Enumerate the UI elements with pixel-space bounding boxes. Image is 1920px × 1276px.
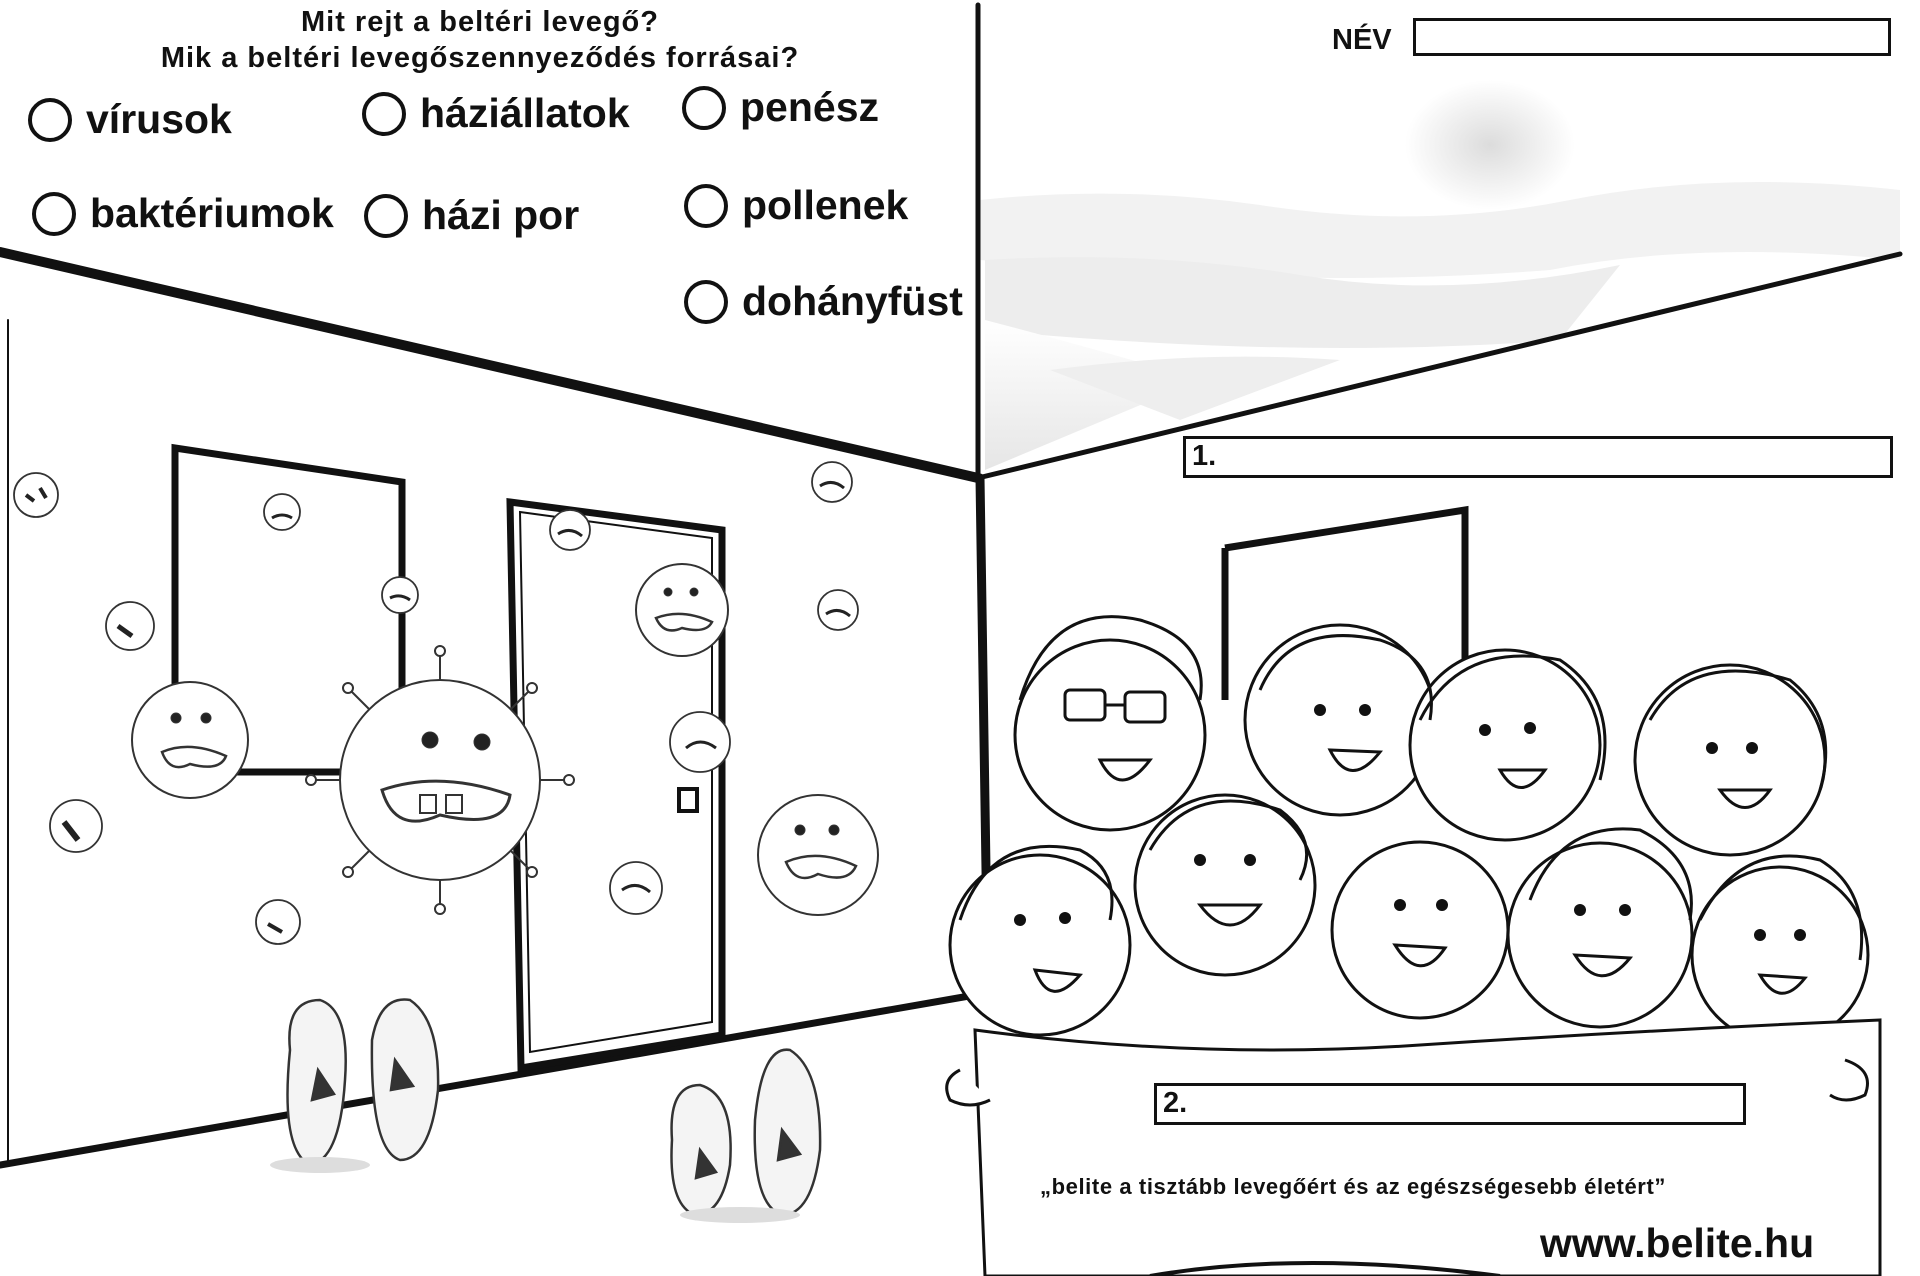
- option-checkbox[interactable]: [362, 91, 406, 136]
- germ-medium: [635, 563, 729, 657]
- option-bakteriumok[interactable]: baktériumok: [32, 190, 334, 237]
- answer-1-field[interactable]: [1183, 436, 1893, 478]
- option-checkbox[interactable]: [684, 183, 728, 228]
- question-title-line-1: Mit rejt a beltéri levegő?: [301, 6, 659, 38]
- option-checkbox[interactable]: [32, 191, 76, 236]
- germ-medium: [757, 794, 879, 916]
- option-dohanyfust[interactable]: dohányfüst: [684, 278, 963, 325]
- option-label: baktériumok: [90, 190, 334, 236]
- option-haziallatok[interactable]: háziállatok: [362, 90, 630, 137]
- sky-background: [980, 80, 1900, 470]
- option-penesz[interactable]: penész: [682, 84, 879, 131]
- option-pollenek[interactable]: pollenek: [684, 182, 908, 229]
- question-title-line-2: Mik a beltéri levegőszennyeződés forrása…: [160, 42, 800, 74]
- germ-characters: [13, 461, 879, 945]
- option-label: penész: [740, 84, 879, 130]
- answer-2-label: 2.: [1163, 1087, 1188, 1119]
- website-url: www.belite.hu: [1540, 1220, 1815, 1266]
- option-label: dohányfüst: [742, 278, 963, 324]
- answer-1-label: 1.: [1192, 440, 1217, 472]
- option-label: vírusok: [86, 96, 232, 142]
- children-group: [948, 615, 1870, 1045]
- option-checkbox[interactable]: [364, 193, 408, 238]
- slogan-text: „belite a tisztább levegőért és az egész…: [1040, 1174, 1666, 1199]
- dust-mite-characters: [270, 998, 822, 1223]
- option-label: házi por: [422, 192, 580, 238]
- option-checkbox[interactable]: [682, 85, 726, 130]
- question-title: Mit rejt a beltéri levegő? Mik a beltéri…: [0, 4, 960, 76]
- option-label: háziállatok: [420, 90, 630, 136]
- option-hazi-por[interactable]: házi por: [364, 192, 579, 239]
- option-label: pollenek: [742, 182, 909, 228]
- option-checkbox[interactable]: [28, 97, 72, 142]
- name-label: NÉV: [1332, 24, 1392, 56]
- name-field[interactable]: [1413, 18, 1891, 56]
- germ-small: [13, 461, 859, 945]
- option-checkbox[interactable]: [684, 279, 728, 324]
- room-lines: [0, 2, 1903, 1169]
- answer-2-field[interactable]: [1154, 1083, 1746, 1125]
- germ-large: [305, 645, 575, 915]
- option-virusok[interactable]: vírusok: [28, 96, 232, 143]
- germ-medium: [131, 681, 249, 799]
